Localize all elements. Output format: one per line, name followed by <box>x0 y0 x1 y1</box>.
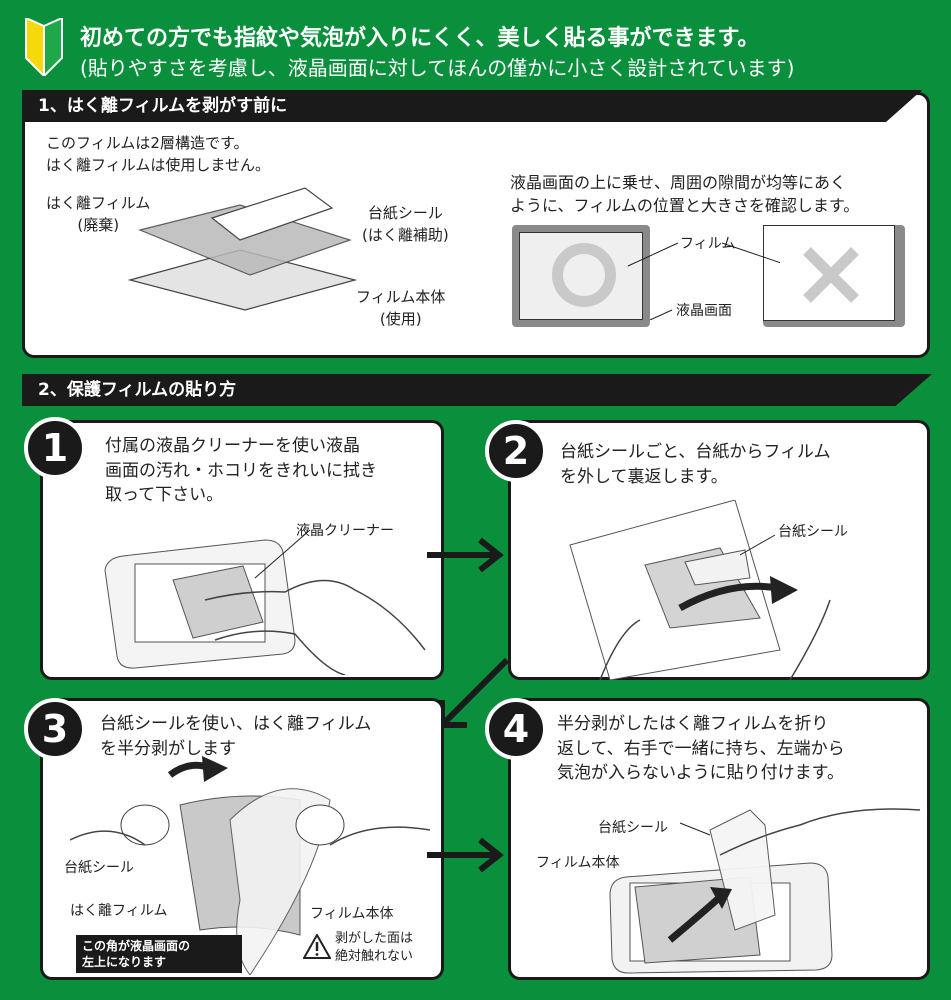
step-3-label-seal: 台紙シール <box>64 860 134 876</box>
label-screen: 液晶画面 <box>676 303 732 319</box>
step-1-line-3: 取って下さい。 <box>105 485 224 506</box>
step-3-corner-line-1: この角が液晶画面の <box>82 939 191 953</box>
step-3-warning-line-1: 剥がした面は <box>335 931 414 946</box>
step-3-warning: 剥がした面は 絶対触れない <box>335 930 413 966</box>
step-1-line-1: 付属の液晶クリーナーを使い液晶 <box>105 436 360 456</box>
callout-lines <box>627 242 780 320</box>
position-check-text: 液晶画面の上に乗せ、周囲の隙間が均等にあく ように、フィルムの位置と大きさを確認… <box>510 171 859 217</box>
section-1-title-text: 1、はく離フィルムを剥がす前に <box>38 96 288 116</box>
label-release-film-note: (廃棄) <box>77 215 120 234</box>
bad-symbol-icon <box>803 247 859 303</box>
label-seal: 台紙シール (はく離補助) <box>362 203 449 247</box>
page-subtitle: (貼りやすさを考慮し、液晶画面に対してほんの僅かに小さく設計されています) <box>80 56 795 80</box>
step-3-warning-line-2: 絶対触れない <box>335 949 414 965</box>
step-4-illustration <box>609 808 921 974</box>
label-release-film-name: はく離フィルム <box>46 194 151 212</box>
step-3-text: 台紙シールを使い、はく離フィルム を半分剥がします <box>100 712 371 761</box>
step-1-label-cleaner: 液晶クリーナー <box>296 523 394 539</box>
label-release-film: はく離フィルム (廃棄) <box>46 193 150 237</box>
step-1-line-2: 画面の汚れ・ホコリをきれいに拭き <box>105 460 377 481</box>
step-3-label-body: フィルム本体 <box>310 906 394 922</box>
step-2-text: 台紙シールごと、台紙からフィルム を外して裏返します。 <box>560 440 831 489</box>
intro-line-2: はく離フィルムは使用しません。 <box>46 155 270 174</box>
label-film: フィルム <box>680 236 736 252</box>
label-film-body-name: フィルム本体 <box>356 288 446 306</box>
good-example-screen <box>512 225 650 327</box>
label-film-body-note: (使用) <box>379 309 422 328</box>
step-4-number: 4 <box>485 698 547 760</box>
warning-icon <box>303 934 331 959</box>
step-4-text: 半分剥がしたはく離フィルムを折り 返して、右手で一緒に持ち、左端から 気泡が入ら… <box>557 712 845 786</box>
page-title: 初めての方でも指紋や気泡が入りにくく、美しく貼る事ができます。 <box>80 26 760 51</box>
position-check-line-2: ように、フィルムの位置と大きさを確認します。 <box>510 196 860 216</box>
step-2-line-2: を外して裏返します。 <box>560 466 728 487</box>
step-4-line-2: 返して、右手で一緒に持ち、左端から <box>557 738 845 759</box>
step-3-number: 3 <box>24 698 86 760</box>
label-film-body: フィルム本体 (使用) <box>356 287 445 331</box>
intro-line-1: このフィルムは2層構造です。 <box>46 134 249 152</box>
step-1-text: 付属の液晶クリーナーを使い液晶 画面の汚れ・ホコリをきれいに拭き 取って下さい。 <box>105 434 377 508</box>
label-seal-name: 台紙シール <box>367 204 443 222</box>
label-seal-note: (はく離補助) <box>362 225 449 244</box>
step-3-label-release: はく離フィルム <box>70 903 168 919</box>
step-4-label-seal: 台紙シール <box>598 820 668 836</box>
step-2-line-1: 台紙シールごと、台紙からフィルム <box>560 442 831 462</box>
arrow-right-icon <box>427 537 504 573</box>
step-4-label-body: フィルム本体 <box>536 855 620 871</box>
bad-example-screen <box>763 225 905 327</box>
position-check-line-1: 液晶画面の上に乗せ、周囲の隙間が均等にあく <box>510 173 847 192</box>
section-1-header-bar: 1、はく離フィルムを剥がす前に <box>22 90 922 122</box>
step-3-corner-note: この角が液晶画面の 左上になります <box>76 935 242 974</box>
step-3-line-2: を半分剥がします <box>100 738 236 759</box>
step-4-line-1: 半分剥がしたはく離フィルムを折り <box>557 714 829 734</box>
arrow-right-icon-2 <box>427 837 504 873</box>
film-layers-illustration <box>127 187 358 311</box>
step-3-line-1: 台紙シールを使い、はく離フィルム <box>100 714 372 734</box>
section-2-title: 2、保護フィルムの貼り方 <box>38 380 237 400</box>
step-3-illustration <box>70 756 430 975</box>
step-2-illustration <box>569 500 831 680</box>
step-1-number: 1 <box>24 417 86 479</box>
beginner-mark-icon <box>25 18 63 76</box>
good-symbol-icon <box>552 243 616 307</box>
section-2-header: 2、保護フィルムの貼り方 <box>22 374 932 406</box>
step-2-label-seal: 台紙シール <box>778 524 848 540</box>
step-4-line-3: 気泡が入らないように貼り付けます。 <box>557 763 844 784</box>
step-1-illustration <box>104 530 426 675</box>
step-3-corner-line-2: 左上になります <box>82 955 167 970</box>
intro-text: このフィルムは2層構造です。 はく離フィルムは使用しません。 <box>46 133 270 177</box>
step-2-number: 2 <box>485 420 547 482</box>
